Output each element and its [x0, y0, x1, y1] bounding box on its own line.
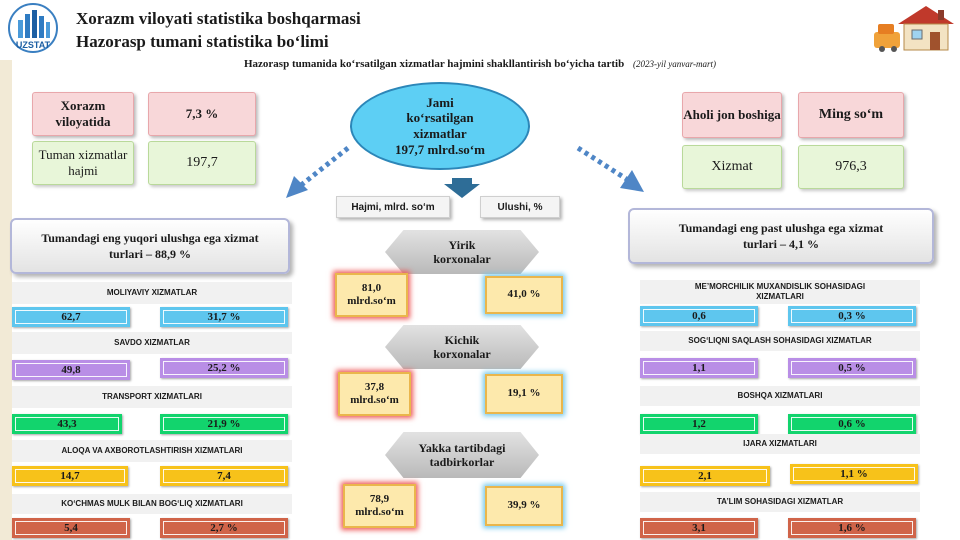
group-volume-value: 81,0	[361, 281, 382, 294]
service-label-box: Xizmat	[682, 145, 782, 189]
group-name-line1: Yirik	[448, 237, 476, 252]
right-volume-bar: 1,2	[640, 414, 758, 434]
group-share-box: 41,0 %	[485, 276, 563, 314]
left-panel-title-line1: Tumandagi eng yuqori ulushga ega xizmat	[41, 230, 259, 245]
dashed-arrow-left-icon	[286, 146, 350, 198]
service-value-box: 976,3	[798, 145, 904, 189]
left-category-label: MOLIYAVIY XIZMATLAR	[12, 282, 292, 304]
group-name-line1: Kichik	[444, 332, 480, 347]
left-category-label: ALOQA VA AXBOROTLASHTIRISH XIZMATLARI	[12, 440, 292, 462]
right-category-label: TA’LIM SOHASIDAGI XIZMATLAR	[640, 492, 920, 512]
district-value-box: 197,7	[148, 141, 256, 185]
right-share-bar: 1,1 %	[790, 464, 918, 484]
header-band	[0, 0, 960, 56]
subtitle-period: (2023-yil yanvar-mart)	[632, 59, 717, 69]
right-category-label: BOSHQA XIZMATLARI	[640, 386, 920, 406]
right-category-label: SOG‘LIQNI SAQLASH SOHASIDAGI XIZMATLAR	[640, 331, 920, 351]
group-volume-unit: mlrd.so‘m	[350, 394, 399, 406]
logo-text: UZSTAT	[16, 40, 51, 50]
total-services-oval: Jami ko‘rsatilgan xizmatlar 197,7 mlrd.s…	[350, 82, 530, 170]
header-title-line2: Hazorasp tumani statistika bo‘limi	[76, 32, 329, 51]
left-volume-bar: 14,7	[12, 466, 128, 486]
left-panel-title-line2: turlari – 88,9 %	[108, 247, 191, 261]
group-volume-unit: mlrd.so‘m	[355, 506, 404, 518]
left-share-bar: 2,7 %	[160, 518, 288, 538]
house-illustration	[868, 2, 956, 54]
right-volume-bar: 2,1	[640, 466, 770, 486]
left-share-bar: 31,7 %	[160, 307, 288, 327]
left-volume-bar: 62,7	[12, 307, 130, 327]
oval-line1: Jami	[426, 94, 454, 110]
left-category-label: SAVDO XIZMATLAR	[12, 332, 292, 354]
right-category-label: IJARA XIZMATLARI	[640, 434, 920, 454]
oval-line3: xizmatlar	[413, 126, 467, 141]
region-value-box: 7,3 %	[148, 92, 256, 136]
group-volume-value: 37,8	[364, 380, 385, 393]
right-share-bar: 0,6 %	[788, 414, 916, 434]
right-panel-title: Tumandagi eng past ulushga ega xizmat tur…	[628, 208, 934, 264]
right-volume-bar: 0,6	[640, 306, 758, 326]
subtitle-text: Hazorasp tumanida ko‘rsatilgan xizmatlar…	[243, 58, 625, 70]
left-share-bar: 7,4	[160, 466, 288, 486]
right-panel-title-line1: Tumandagi eng past ulushga ega xizmat	[678, 220, 884, 235]
left-share-bar: 21,9 %	[160, 414, 288, 434]
share-column-tag: Ulushi, %	[480, 196, 560, 218]
oval-line4: 197,7 mlrd.so‘m	[395, 141, 485, 157]
left-volume-bar: 5,4	[12, 518, 130, 538]
left-decor-strip	[0, 60, 12, 540]
right-panel-title-line2: turlari – 4,1 %	[742, 237, 819, 251]
group-name-line1: Yakka tartibdagi	[418, 440, 506, 455]
district-label-box: Tuman xizmatlar hajmi	[32, 141, 134, 185]
left-volume-bar: 49,8	[12, 360, 130, 380]
left-category-label: TRANSPORT XIZMATLARI	[12, 386, 292, 408]
unit-label-box: Ming so‘m	[798, 92, 904, 138]
group-volume-unit: mlrd.so‘m	[347, 295, 396, 307]
group-share-box: 39,9 %	[485, 486, 563, 526]
right-volume-bar: 1,1	[640, 358, 758, 378]
left-share-bar: 25,2 %	[160, 358, 288, 378]
per-capita-label-box: Aholi jon boshiga	[682, 92, 782, 138]
group-volume-value: 78,9	[369, 492, 390, 505]
dashed-arrow-right-icon	[576, 145, 644, 192]
group-name-line2: tadbirkorlar	[429, 455, 495, 469]
right-share-bar: 1,6 %	[788, 518, 916, 538]
right-category-line1: ME’MORCHILIK MUXANDISLIK SOHASIDAGI	[694, 282, 866, 291]
oval-line2: ko‘rsatilgan	[406, 110, 474, 126]
left-category-label: KO‘CHMAS MULK BILAN BOG‘LIQ XIZMATLARI	[12, 494, 292, 514]
group-share-box: 19,1 %	[485, 374, 563, 414]
page-subtitle: Hazorasp tumanida ko‘rsatilgan xizmatlar…	[0, 58, 960, 70]
volume-column-tag: Hajmi, mlrd. so‘m	[336, 196, 450, 218]
group-name-line2: korxonalar	[433, 252, 491, 266]
down-arrow-icon	[444, 178, 480, 198]
right-volume-bar: 3,1	[640, 518, 758, 538]
header-title-line1: Xorazm viloyati statistika boshqarmasi	[76, 9, 361, 28]
right-share-bar: 0,3 %	[788, 306, 916, 326]
left-panel-title: Tumandagi eng yuqori ulushga ega xizmat t…	[10, 218, 290, 274]
uzstat-logo: UZSTAT	[4, 2, 62, 58]
right-category-line2: XIZMATLARI	[756, 292, 804, 301]
right-share-bar: 0,5 %	[788, 358, 916, 378]
group-name-line2: korxonalar	[433, 347, 491, 361]
region-label-box: Xorazm viloyatida	[32, 92, 134, 136]
left-volume-bar: 43,3	[12, 414, 122, 434]
